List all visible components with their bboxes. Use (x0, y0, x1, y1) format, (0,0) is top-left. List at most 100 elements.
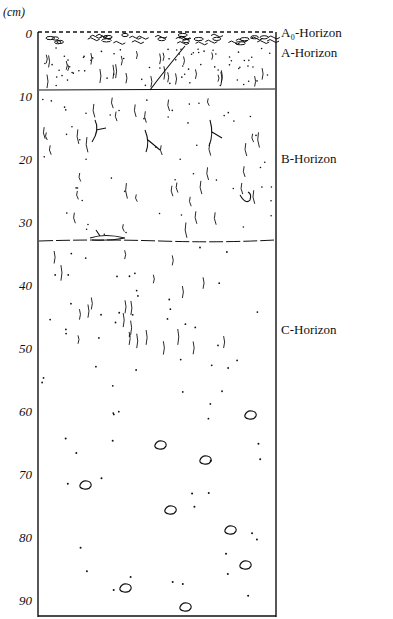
litter-twig (257, 41, 269, 44)
soil-dot (168, 299, 170, 301)
soil-dot (221, 390, 223, 392)
soil-dot (85, 158, 87, 160)
soil-dot (252, 66, 254, 68)
fine-root (78, 335, 79, 343)
soil-dot (264, 161, 266, 163)
soil-dot (179, 53, 181, 55)
soil-dot (238, 68, 240, 70)
fine-root (61, 265, 62, 281)
soil-dot (112, 412, 114, 414)
soil-dot (81, 200, 83, 202)
soil-dot (55, 47, 57, 49)
fine-root (207, 167, 209, 180)
soil-dot (269, 53, 271, 55)
soil-dot (189, 82, 191, 84)
soil-dot (65, 329, 67, 331)
soil-dot (141, 79, 143, 81)
soil-dot (270, 215, 272, 217)
fine-root (86, 137, 88, 152)
soil-dot (209, 403, 211, 405)
soil-dot (217, 69, 219, 71)
soil-dot (256, 539, 258, 541)
soil-dot (212, 49, 214, 51)
soil-dot (65, 333, 67, 335)
soil-dot (123, 58, 125, 60)
soil-dot (172, 581, 174, 583)
fine-root (93, 104, 95, 117)
soil-dot (84, 70, 86, 72)
soil-dot (71, 126, 73, 128)
fine-root (79, 173, 81, 181)
soil-dot (191, 493, 193, 495)
soil-dot (200, 64, 202, 66)
fine-root (91, 53, 92, 64)
litter-twig (211, 34, 223, 37)
depth-tick: 90 (4, 594, 32, 607)
fine-root (207, 98, 209, 105)
fine-root (79, 309, 80, 319)
soil-dot (109, 114, 111, 116)
soil-dot (236, 360, 238, 362)
fine-root (123, 313, 124, 327)
soil-dot (95, 366, 97, 368)
fine-root (54, 251, 55, 264)
fine-root (209, 143, 211, 156)
soil-dot (243, 226, 245, 228)
soil-texture (41, 33, 280, 611)
horizon-label: A-Horizon (281, 46, 337, 59)
litter-leaf (46, 36, 55, 39)
litter-leaf (158, 37, 166, 40)
litter-twig (113, 41, 125, 44)
soil-dot (129, 275, 131, 277)
soil-dot (77, 187, 79, 189)
fine-root (218, 75, 219, 82)
soil-dot (182, 391, 184, 393)
soil-dot (67, 59, 69, 61)
soil-dot (182, 583, 184, 585)
soil-dot (244, 60, 246, 62)
soil-dot (238, 51, 240, 53)
soil-dot (188, 68, 190, 70)
fine-root (131, 301, 132, 315)
soil-dot (171, 110, 173, 112)
fine-root (214, 212, 216, 224)
soil-dot (197, 48, 199, 50)
fine-root (129, 332, 130, 345)
soil-dot (229, 64, 231, 66)
soil-dot (65, 438, 67, 440)
soil-dot (145, 85, 147, 87)
fine-root (172, 255, 173, 265)
soil-dot (229, 56, 231, 58)
soil-dot (231, 60, 233, 62)
fine-root (163, 53, 164, 61)
fine-root (153, 275, 154, 284)
fine-root (200, 181, 202, 194)
pebble (80, 481, 91, 489)
fine-root (203, 277, 204, 289)
soil-dot (181, 214, 183, 216)
soil-dot (80, 547, 82, 549)
soil-dot (55, 85, 57, 87)
soil-dot (267, 74, 269, 76)
pebble (165, 506, 176, 514)
soil-dot (100, 314, 102, 316)
fine-root (195, 211, 197, 223)
soil-dot (75, 187, 77, 189)
fine-root (146, 330, 147, 345)
soil-dot (214, 66, 216, 68)
soil-dot (113, 589, 115, 591)
soil-dot (42, 99, 44, 101)
fine-root (91, 298, 92, 310)
soil-dot (193, 52, 195, 54)
soil-dot (70, 303, 72, 305)
soil-dot (120, 49, 122, 51)
horizon-label: C-Horizon (281, 323, 337, 336)
soil-dot (130, 576, 132, 578)
soil-dot (49, 319, 51, 321)
fine-root (43, 127, 45, 139)
profile-frame (38, 32, 276, 617)
soil-dot (85, 257, 87, 259)
fine-root (126, 73, 127, 83)
fine-root (168, 72, 169, 82)
soil-dot (228, 112, 230, 114)
